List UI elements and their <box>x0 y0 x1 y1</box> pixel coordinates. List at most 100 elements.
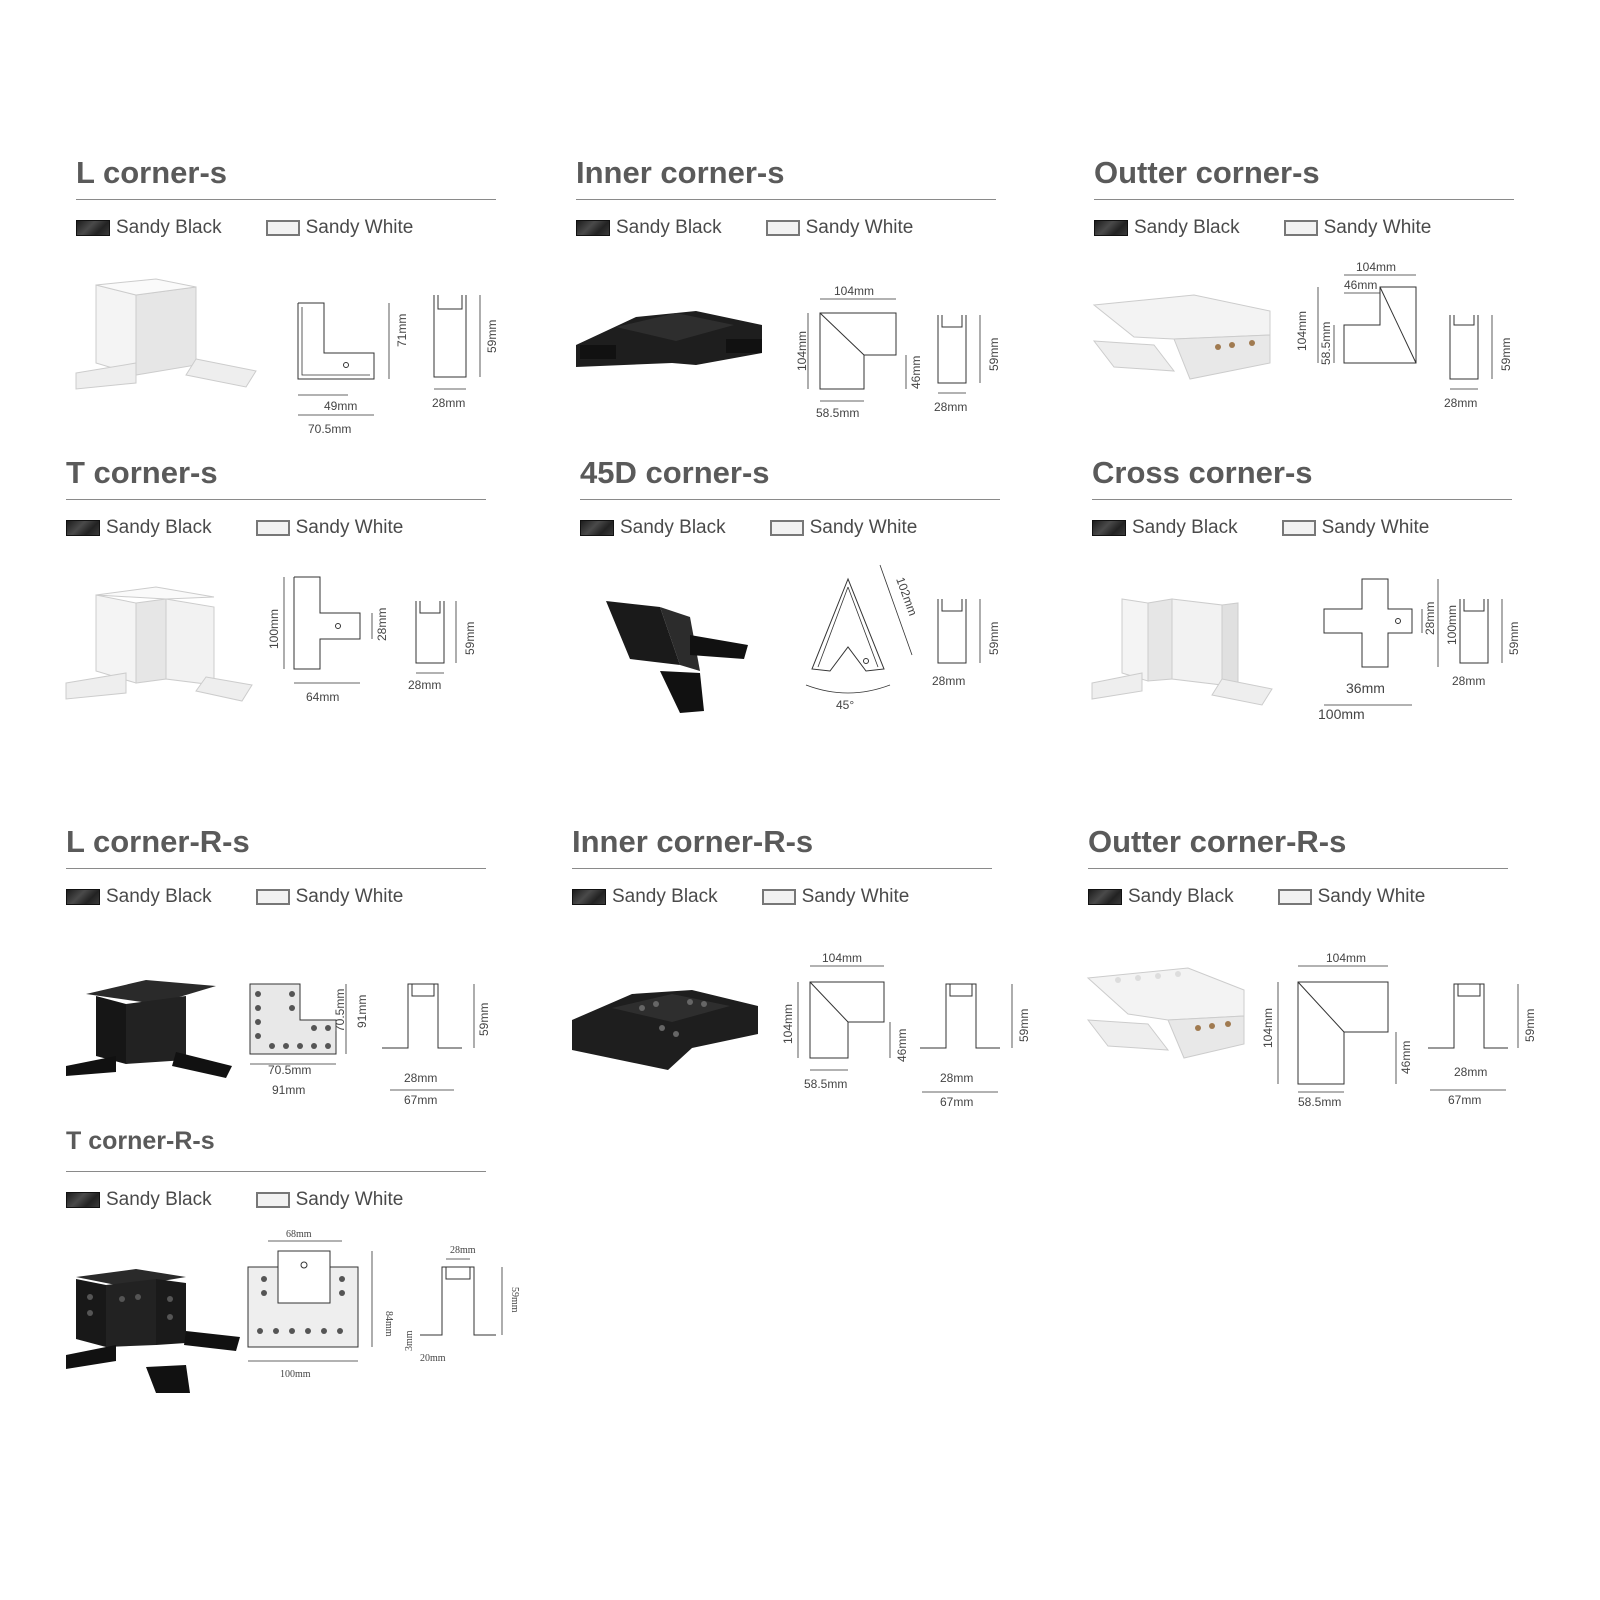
dim-angle: 45° <box>836 698 854 712</box>
inner-corner-drawing: 104mm 104mm 46mm 58.5mm 59mm 28mm <box>576 284 1001 420</box>
option-sandy-white[interactable]: Sandy White <box>255 886 404 908</box>
section-title: 45D corner-s <box>580 455 770 490</box>
sandy-white-swatch <box>1283 220 1318 236</box>
dim-height: 100mm <box>1445 605 1459 645</box>
dim-left-height: 104mm <box>781 1004 795 1044</box>
profile-section <box>937 315 981 394</box>
color-options: Sandy Black Sandy White <box>572 886 953 908</box>
option-sandy-white[interactable]: Sandy White <box>255 517 403 539</box>
dim-left-height: 104mm <box>795 331 809 371</box>
option-sandy-white[interactable]: Sandy White <box>765 217 913 239</box>
option-sandy-white[interactable]: Sandy White <box>761 886 909 908</box>
dim-top-width: 104mm <box>1356 260 1396 274</box>
color-options: Sandy Black Sandy White <box>1088 886 1469 908</box>
option-sandy-black[interactable]: Sandy Black <box>1094 217 1240 239</box>
section-45d-corner-s: 45D corner-s Sandy Black Sandy White 102… <box>580 455 1001 755</box>
dim-width: 64mm <box>306 690 339 704</box>
option-sandy-black[interactable]: Sandy Black <box>66 886 212 908</box>
sandy-black-swatch <box>76 220 110 236</box>
top-view-cross-diagram <box>1323 578 1439 706</box>
dim-bottom-width: 58.5mm <box>1298 1095 1341 1109</box>
sandy-white-swatch <box>761 889 796 905</box>
dim-top-width: 104mm <box>834 284 874 298</box>
sandy-white-swatch <box>255 520 290 536</box>
product-artwork: 104mm 46mm 104mm 58.5mm 59mm 28mm <box>1092 255 1574 435</box>
dim-inner-width: 70.5mm <box>268 1063 311 1077</box>
option-sandy-black[interactable]: Sandy Black <box>1092 517 1238 539</box>
profile-section <box>937 599 981 664</box>
dim-profile-flange-width: 67mm <box>1448 1093 1481 1107</box>
dim-arm-width: 28mm <box>1423 602 1437 635</box>
dim-profile-height: 59mm <box>1017 1009 1031 1042</box>
45d-corner-drawing: 102mm 45° 59mm 28mm <box>606 564 1001 713</box>
sandy-white-label: Sandy White <box>1321 517 1430 538</box>
top-view-l-diagram <box>297 302 390 416</box>
option-sandy-white[interactable]: Sandy White <box>1283 217 1432 239</box>
sandy-white-swatch <box>255 889 290 905</box>
dim-center-width: 36mm <box>1346 680 1385 696</box>
dim-profile-height: 59mm <box>477 1003 491 1036</box>
top-view-t-diagram <box>283 576 373 684</box>
dim-height: 84mm <box>383 1311 394 1337</box>
sandy-white-label: Sandy White <box>295 886 404 907</box>
dim-profile-height: 59mm <box>485 320 499 353</box>
top-view-t-r-diagram <box>247 1240 373 1362</box>
dim-profile-width: 28mm <box>1454 1065 1487 1079</box>
product-artwork: 102mm 45° 59mm 28mm <box>580 555 1060 735</box>
product-photo-black-45d <box>606 601 748 713</box>
option-sandy-white[interactable]: Sandy White <box>255 1189 404 1211</box>
option-sandy-white[interactable]: Sandy White <box>1277 886 1425 908</box>
product-photo-black-t-r <box>66 1269 240 1393</box>
product-artwork: 68mm 84mm 100mm 28mm 59mm 3mm 20mm <box>66 1227 546 1407</box>
profile-section <box>415 601 457 674</box>
dim-profile-width: 28mm <box>408 678 441 692</box>
dim-left-height: 104mm <box>1261 1008 1275 1048</box>
sandy-white-swatch <box>265 220 300 236</box>
option-sandy-white[interactable]: Sandy White <box>1281 517 1430 539</box>
option-sandy-black[interactable]: Sandy Black <box>580 517 726 539</box>
option-sandy-black[interactable]: Sandy Black <box>1088 886 1234 908</box>
option-sandy-black[interactable]: Sandy Black <box>576 217 722 239</box>
color-options: Sandy Black Sandy White <box>66 1189 447 1211</box>
dim-top-width: 68mm <box>286 1229 312 1240</box>
dim-inner-width: 46mm <box>1344 278 1377 292</box>
color-options: Sandy Black Sandy White <box>66 886 447 908</box>
color-options: Sandy Black Sandy White <box>580 517 961 539</box>
section-t-corner-s: T corner-s Sandy Black Sandy White 100mm <box>65 455 486 755</box>
sandy-white-swatch <box>1281 520 1316 536</box>
profile-section <box>382 983 475 1091</box>
sandy-white-swatch <box>765 220 800 236</box>
sandy-black-label: Sandy Black <box>1128 886 1234 907</box>
option-sandy-black[interactable]: Sandy Black <box>572 886 718 908</box>
title-divider <box>572 868 992 869</box>
profile-section <box>920 983 1013 1093</box>
top-view-45d-diagram <box>805 564 913 694</box>
product-photo-white-t <box>65 586 253 702</box>
option-sandy-black[interactable]: Sandy Black <box>66 1189 212 1211</box>
sandy-white-label: Sandy White <box>1323 217 1432 238</box>
product-photo-white-outter-r <box>1086 967 1245 1059</box>
dim-profile-width: 28mm <box>1444 396 1477 410</box>
section-title: Outter corner-s <box>1094 155 1320 190</box>
product-artwork: 70.5mm 91mm 70.5mm 91mm 59mm 28mm 67mm <box>66 924 546 1107</box>
option-sandy-white[interactable]: Sandy White <box>769 517 917 539</box>
dim-width: 100mm <box>280 1369 311 1380</box>
inner-corner-r-drawing: 104mm 104mm 46mm 58.5mm 59mm 28mm 67mm <box>572 951 1031 1109</box>
product-artwork: 104mm 104mm 46mm 58.5mm 59mm 28mm 67mm <box>1086 924 1568 1109</box>
dim-right-height: 46mm <box>909 356 923 389</box>
dim-inner-height: 70.5mm <box>333 989 347 1032</box>
dim-profile-height: 59mm <box>509 1287 520 1313</box>
product-artwork: 100mm 28mm 64mm 59mm 28mm <box>65 555 546 735</box>
sandy-white-swatch <box>1277 889 1312 905</box>
sandy-black-label: Sandy Black <box>620 517 726 538</box>
option-sandy-white[interactable]: Sandy White <box>265 217 413 239</box>
sandy-white-label: Sandy White <box>295 1189 404 1210</box>
option-sandy-black[interactable]: Sandy Black <box>76 217 222 239</box>
section-inner-corner-s: Inner corner-s Sandy Black Sandy White 1… <box>576 155 1001 455</box>
sandy-black-swatch <box>572 889 606 905</box>
option-sandy-black[interactable]: Sandy Black <box>66 517 212 539</box>
section-title: L corner-R-s <box>66 824 250 859</box>
section-title: T corner-R-s <box>66 1127 215 1155</box>
dim-short-width: 49mm <box>324 399 357 413</box>
title-divider <box>66 868 486 869</box>
